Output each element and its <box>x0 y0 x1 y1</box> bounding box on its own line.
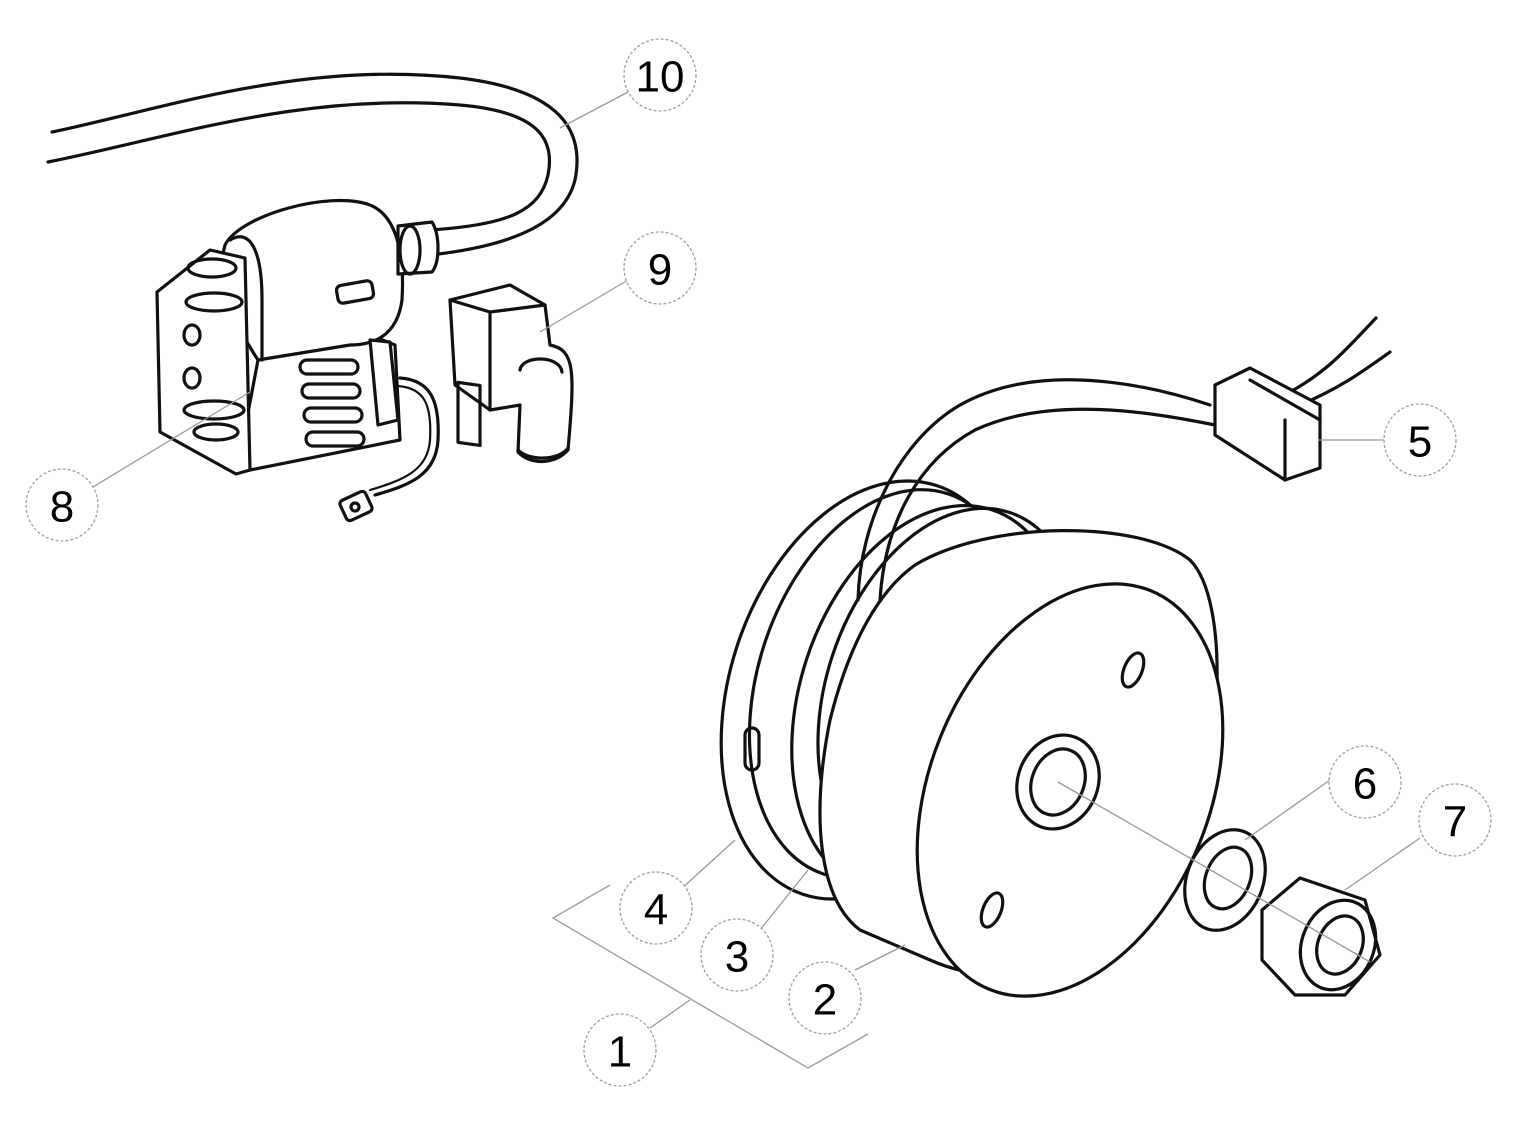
callout-1: 1 <box>583 1013 657 1087</box>
callout-5: 5 <box>1383 403 1457 477</box>
callout-9-label: 9 <box>648 246 672 295</box>
washer <box>1183 828 1267 932</box>
callout-6-label: 6 <box>1353 760 1377 809</box>
callout-10: 10 <box>623 38 697 112</box>
spark-plug-cap <box>448 283 574 464</box>
group-bracket <box>551 884 869 1069</box>
flywheel-assembly <box>719 479 1225 998</box>
callout-7-label: 7 <box>1443 798 1467 847</box>
callout-5-label: 5 <box>1408 418 1432 467</box>
ignition-coil <box>155 198 440 523</box>
assembly-axis-line <box>1057 781 1371 963</box>
callout-3-label: 3 <box>725 933 749 982</box>
callout-7: 7 <box>1418 783 1492 857</box>
callout-4-label: 4 <box>644 886 668 935</box>
callout-6: 6 <box>1328 745 1402 819</box>
callout-10-label: 10 <box>636 53 685 102</box>
callout-4: 4 <box>619 871 693 945</box>
callout-9: 9 <box>623 231 697 305</box>
callout-8: 8 <box>25 468 99 542</box>
pickup-cable <box>856 316 1392 602</box>
callout-3: 3 <box>700 918 774 992</box>
callout-8-label: 8 <box>50 483 74 532</box>
callout-1-label: 1 <box>608 1028 632 1077</box>
callout-2-label: 2 <box>813 976 837 1025</box>
nut <box>1260 876 1382 997</box>
leader-lines <box>92 91 1421 1029</box>
ht-lead <box>46 72 579 276</box>
callout-2: 2 <box>788 961 862 1035</box>
